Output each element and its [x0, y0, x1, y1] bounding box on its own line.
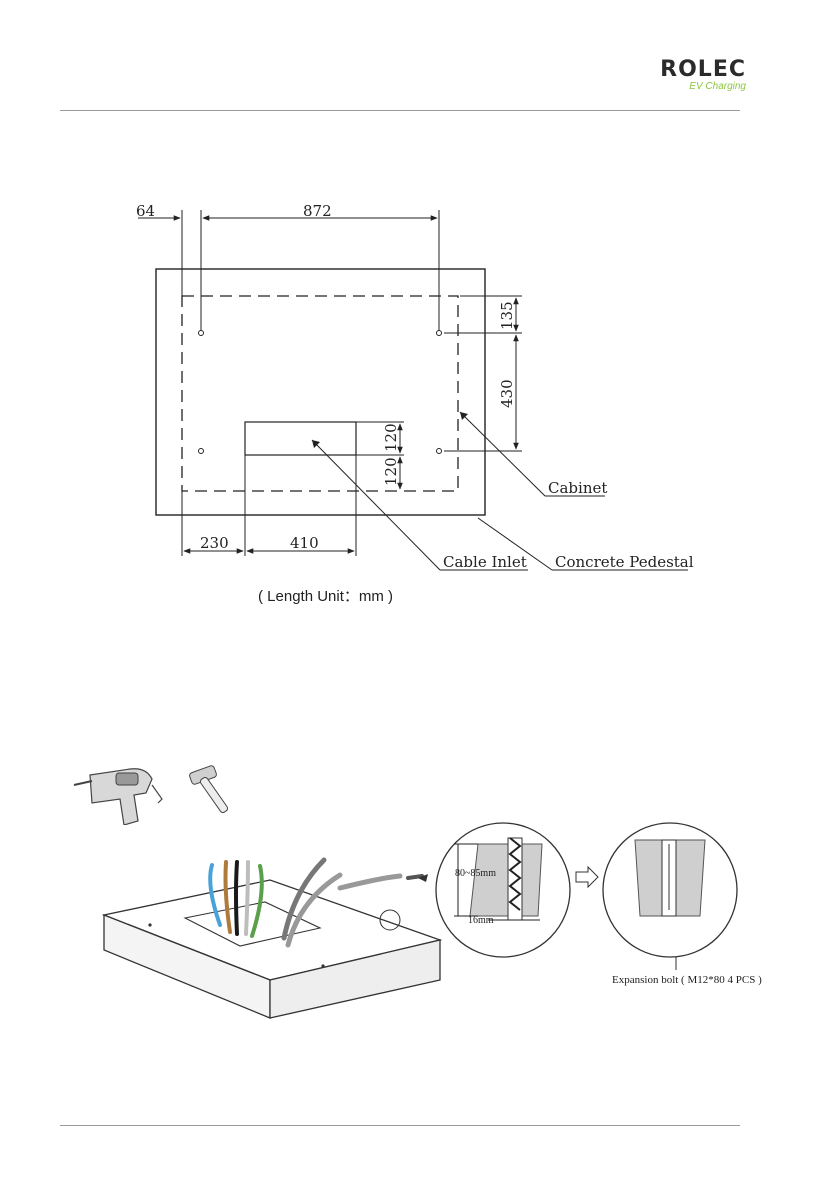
dim-64: 64	[136, 202, 155, 220]
tools-illustration	[60, 745, 272, 825]
dim-120-top: 120	[382, 423, 400, 452]
cable-inlet-rect	[245, 422, 356, 455]
label-concrete-pedestal: Concrete Pedestal	[555, 553, 694, 571]
mounting-hole	[437, 449, 442, 454]
label-cabinet: Cabinet	[548, 479, 607, 497]
label-cable-inlet: Cable Inlet	[443, 553, 527, 571]
dim-120-bottom: 120	[382, 457, 400, 486]
label-depth: 80~85mm	[455, 868, 496, 879]
label-hole-width: 16mm	[468, 915, 494, 926]
dim-430: 430	[498, 379, 516, 408]
concrete-slab	[104, 880, 440, 1018]
pedestal-installation-illustration	[90, 820, 760, 1050]
footer-rule	[60, 1125, 740, 1126]
foundation-plan-drawing: 64 872 135 430 120 120 230 410 Cabinet C…	[0, 0, 840, 620]
mounting-hole	[437, 331, 442, 336]
drill-hole-detail	[436, 823, 570, 957]
dim-410: 410	[290, 534, 319, 552]
expansion-bolt-detail	[603, 823, 737, 970]
dim-872: 872	[303, 202, 332, 220]
cabinet-outline	[182, 296, 458, 491]
mounting-hole	[199, 331, 204, 336]
length-unit-note: ( Length Unit：mm )	[258, 585, 393, 606]
label-expansion-bolt: Expansion bolt ( M12*80 4 PCS )	[612, 974, 762, 986]
mounting-hole	[199, 449, 204, 454]
concrete-pedestal-outline	[156, 269, 485, 515]
dim-230: 230	[200, 534, 229, 552]
dim-135: 135	[498, 301, 516, 330]
